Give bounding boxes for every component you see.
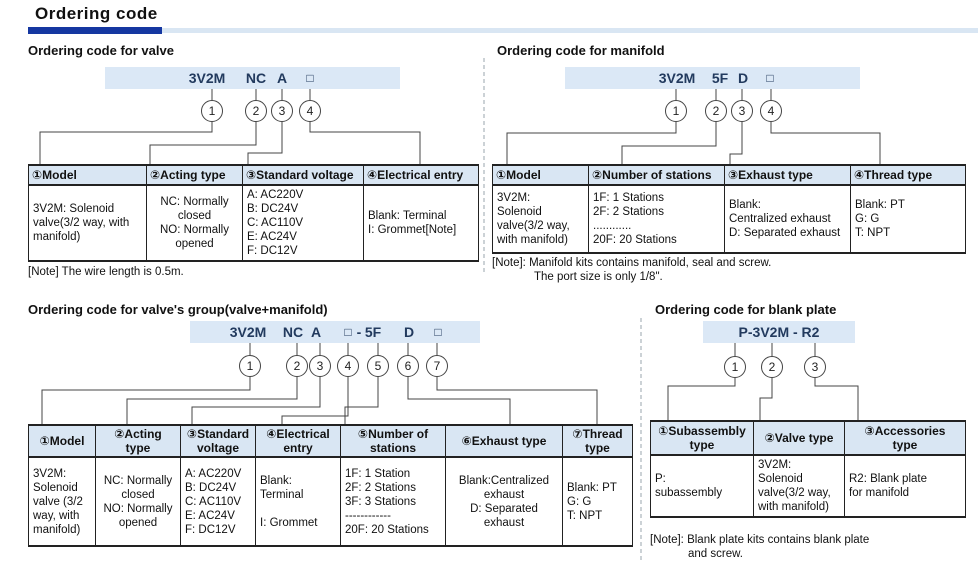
manifold-circle-3: 3 xyxy=(731,100,753,122)
group-col-header-stations: ⑤Number of stations xyxy=(340,424,446,458)
valve-table: ①Model ②Acting type ③Standard voltage ④E… xyxy=(28,164,479,262)
valve-circle-2: 2 xyxy=(245,100,267,122)
valve-circle-4: 4 xyxy=(299,100,321,122)
group-cell-stations: 1F: 1 Station 2F: 2 Stations 3F: 3 Stati… xyxy=(340,456,446,547)
group-circle-3: 3 xyxy=(309,355,331,377)
valve-section-heading: Ordering code for valve xyxy=(28,43,174,58)
blank-plate-cell-subassembly: P: subassembly xyxy=(650,454,754,518)
blank-plate-note-line1: [Note]: Blank plate kits contains blank … xyxy=(650,534,870,546)
manifold-table: ①Model ②Number of stations ③Exhaust type… xyxy=(492,164,966,254)
valve-circle-1: 1 xyxy=(201,100,223,122)
group-code-part-model: 3V2M xyxy=(229,324,267,340)
group-cell-model: 3V2M: Solenoid valve (3/2 way, with mani… xyxy=(28,456,96,547)
manifold-code-part-model: 3V2M xyxy=(658,70,696,86)
group-col-header-entry: ④Electrical entry xyxy=(255,424,341,458)
group-code-part-dash: - xyxy=(356,324,362,340)
group-code-part-acting: NC xyxy=(282,324,304,340)
valve-code-part-acting: NC xyxy=(245,70,267,86)
manifold-cell-thread: Blank: PT G: G T: NPT xyxy=(850,184,966,254)
manifold-circle-1: 1 xyxy=(665,100,687,122)
blank-plate-code-text: P-3V2M - R2 xyxy=(738,324,820,340)
manifold-col-header-model: ①Model xyxy=(492,164,589,186)
group-circle-1: 1 xyxy=(239,355,261,377)
group-code-part-voltage: A xyxy=(310,324,322,340)
blank-plate-note-line2: and screw. xyxy=(688,548,743,560)
group-code-part-exhaust: D xyxy=(403,324,415,340)
valve-code-part-model: 3V2M xyxy=(188,70,226,86)
blank-plate-col-header-subassembly: ①Subassembly type xyxy=(650,420,754,456)
manifold-col-header-stations: ②Number of stations xyxy=(588,164,725,186)
manifold-col-header-exhaust: ③Exhaust type xyxy=(724,164,851,186)
valve-col-header-acting: ②Acting type xyxy=(146,164,243,186)
manifold-circle-2: 2 xyxy=(705,100,727,122)
group-circle-7: 7 xyxy=(426,355,448,377)
group-col-header-acting: ②Acting type xyxy=(95,424,181,458)
valve-col-header-voltage: ③Standard voltage xyxy=(242,164,364,186)
group-col-header-thread: ⑦Thread type xyxy=(562,424,633,458)
group-col-header-voltage: ③Standard voltage xyxy=(180,424,256,458)
group-table: ①Model ②Acting type ③Standard voltage ④E… xyxy=(28,424,633,547)
manifold-col-header-thread: ④Thread type xyxy=(850,164,966,186)
blank-plate-cell-accessories: R2: Blank plate for manifold xyxy=(844,454,966,518)
valve-circle-3: 3 xyxy=(271,100,293,122)
valve-col-header-entry: ④Electrical entry xyxy=(363,164,479,186)
valve-code-part-voltage: A xyxy=(276,70,288,86)
manifold-cell-exhaust: Blank: Centralized exhaust D: Separated … xyxy=(724,184,851,254)
group-code-part-stations: 5F xyxy=(364,324,382,340)
manifold-cell-stations: 1F: 1 Stations 2F: 2 Stations ..........… xyxy=(588,184,725,254)
valve-ordering-code-box: 3V2M NC A □ xyxy=(105,67,400,89)
manifold-cell-model: 3V2M: Solenoid valve(3/2 way, with manif… xyxy=(492,184,589,254)
manifold-ordering-code-box: 3V2M 5F D □ xyxy=(565,67,860,89)
manifold-circle-4: 4 xyxy=(760,100,782,122)
manifold-code-part-stations: 5F xyxy=(711,70,729,86)
blank-plate-table: ①Subassembly type ②Valve type ③Accessori… xyxy=(650,420,966,518)
valve-note: [Note] The wire length is 0.5m. xyxy=(28,266,184,278)
valve-cell-entry: Blank: Terminal I: Grommet[Note] xyxy=(363,184,479,262)
group-circle-5: 5 xyxy=(367,355,389,377)
blank-plate-col-header-accessories: ③Accessories type xyxy=(844,420,966,456)
group-cell-entry: Blank: Terminal I: Grommet xyxy=(255,456,341,547)
group-col-header-model: ①Model xyxy=(28,424,96,458)
manifold-note-line1: [Note]: Manifold kits contains manifold,… xyxy=(492,257,772,269)
group-cell-thread: Blank: PT G: G T: NPT xyxy=(562,456,633,547)
blank-plate-circle-3: 3 xyxy=(804,356,826,378)
group-circle-6: 6 xyxy=(397,355,419,377)
manifold-code-part-thread: □ xyxy=(766,71,774,85)
group-circle-4: 4 xyxy=(337,355,359,377)
blank-plate-col-header-valve-type: ②Valve type xyxy=(753,420,845,456)
blank-plate-ordering-code-box: P-3V2M - R2 xyxy=(703,321,855,343)
group-cell-exhaust: Blank:Centralized exhaust D: Separated e… xyxy=(445,456,563,547)
group-code-part-thread: □ xyxy=(434,325,442,339)
blank-plate-circle-2: 2 xyxy=(761,356,783,378)
valve-col-header-model: ①Model xyxy=(28,164,147,186)
manifold-note-line2: The port size is only 1/8". xyxy=(534,271,663,283)
title-underline-light xyxy=(162,28,978,33)
group-cell-voltage: A: AC220V B: DC24V C: AC110V E: AC24V F:… xyxy=(180,456,256,547)
manifold-section-heading: Ordering code for manifold xyxy=(497,43,665,58)
title-underline-dark xyxy=(28,27,162,34)
valve-cell-model: 3V2M: Solenoid valve(3/2 way, with manif… xyxy=(28,184,147,262)
group-col-header-exhaust: ⑥Exhaust type xyxy=(445,424,563,458)
group-cell-acting: NC: Normally closed NO: Normally opened xyxy=(95,456,181,547)
valve-code-part-entry: □ xyxy=(306,71,314,85)
group-section-heading: Ordering code for valve's group(valve+ma… xyxy=(28,302,328,317)
valve-cell-acting: NC: Normally closed NO: Normally opened xyxy=(146,184,243,262)
blank-plate-cell-valve-type: 3V2M: Solenoid valve(3/2 way, with manif… xyxy=(753,454,845,518)
valve-cell-voltage: A: AC220V B: DC24V C: AC110V E: AC24V F:… xyxy=(242,184,364,262)
blank-plate-section-heading: Ordering code for blank plate xyxy=(655,302,837,317)
manifold-code-part-exhaust: D xyxy=(737,70,749,86)
group-circle-2: 2 xyxy=(286,355,308,377)
page-title: Ordering code xyxy=(35,4,158,23)
group-ordering-code-box: 3V2M NC A □ - 5F D □ xyxy=(190,321,480,343)
group-code-part-entry: □ xyxy=(344,325,352,339)
blank-plate-circle-1: 1 xyxy=(724,356,746,378)
